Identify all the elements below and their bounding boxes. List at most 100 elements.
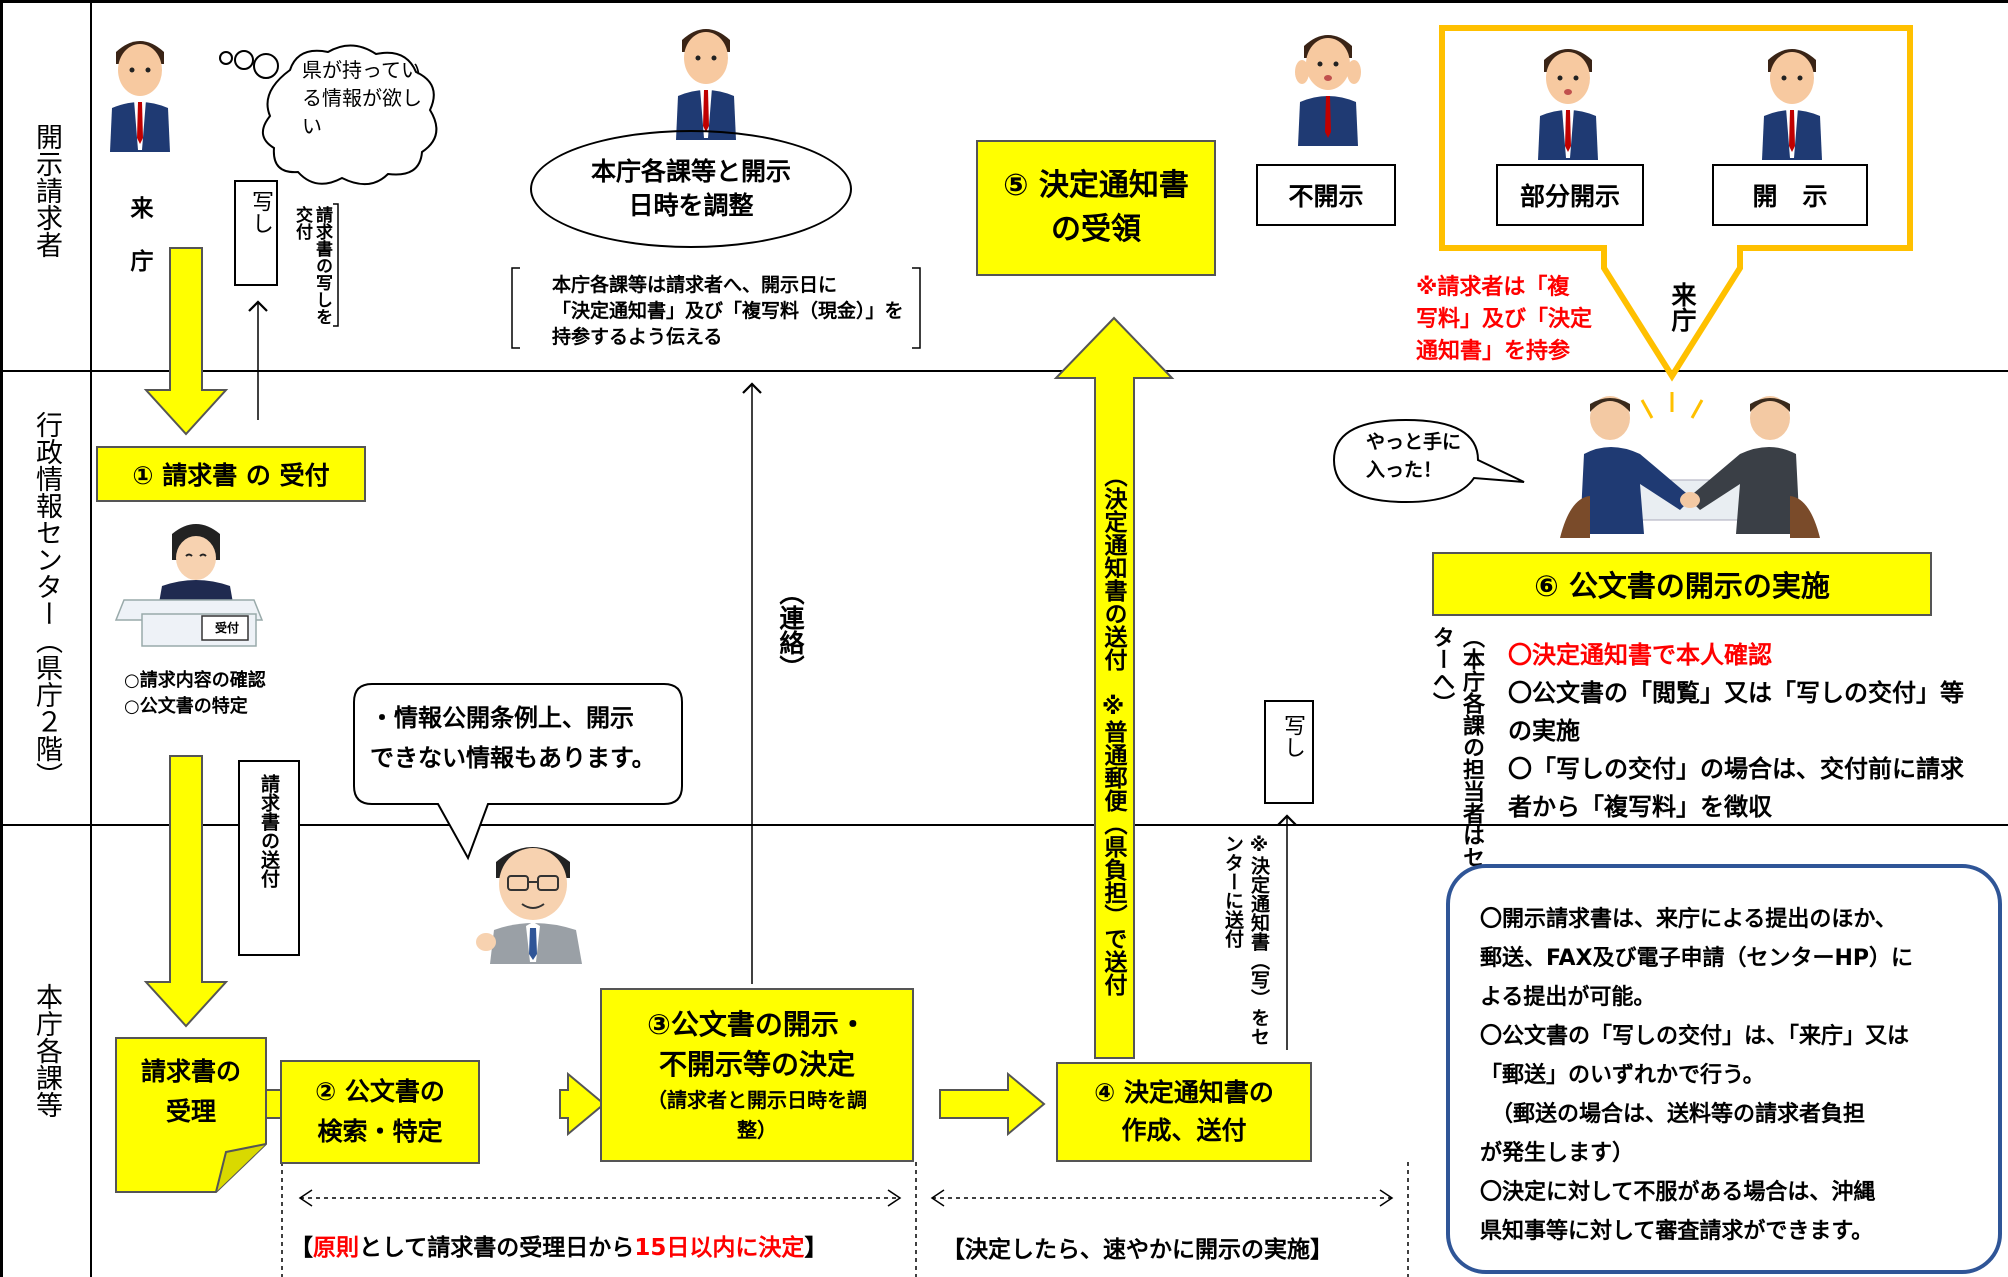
visit2-label: 来庁	[1668, 282, 1697, 332]
step3-line1: ③公文書の開示・	[647, 1008, 867, 1041]
adjust-ellipse: 本庁各課等と開示日時を調整	[530, 130, 852, 248]
info-line-6: （郵送の場合は、送料等の請求者負担	[1480, 1102, 1866, 1127]
finally-line1: やっと手に	[1366, 431, 1462, 453]
step6-item-3: の実施	[1508, 717, 1580, 745]
lane-label-center: 行政情報センター（県庁２階）	[31, 411, 62, 789]
step4-box: ④ 決定通知書の 作成、送付	[1056, 1062, 1312, 1162]
center-task-1: ○請求内容の確認	[124, 670, 266, 691]
timeline-left-red1: 原則	[313, 1235, 359, 1261]
copy-paper-2: 写し	[1264, 700, 1314, 804]
copy-note-2: ※決定通知書（写）をセンターに送付	[1222, 834, 1270, 1046]
info-line-7: が発生します）	[1480, 1141, 1635, 1166]
arrow-right-3	[939, 1071, 1046, 1137]
note-bracket-right	[912, 267, 921, 349]
thought-bubble-shape	[219, 44, 438, 185]
dept-to-center-label: （本庁各課の担当者はセンターへ）	[1429, 626, 1484, 890]
bring-line3: 通知書」を持参	[1416, 339, 1571, 364]
center-tasks: ○請求内容の確認 ○公文書の特定	[124, 668, 266, 720]
finally-text: やっと手に 入った！	[1366, 428, 1476, 484]
info-line-2: 郵送、FAX及び電子申請（センターHP）に	[1480, 946, 1914, 971]
frame-top	[0, 0, 2008, 3]
info-line-1: 〇開示請求書は、来庁による提出のほか、	[1480, 907, 1897, 932]
bring-line2: 写料」及び「決定	[1416, 307, 1593, 332]
step6-item-4: 〇「写しの交付」の場合は、交付前に請求	[1508, 755, 1964, 783]
arrow-right-2	[559, 1071, 606, 1137]
step5-line1: ⑤ 決定通知書	[1003, 168, 1189, 203]
timeline-dashes	[281, 1162, 1409, 1277]
arrow-up-big	[1053, 316, 1175, 1059]
timeline-left-mid: として請求書の受理日から	[359, 1235, 635, 1261]
info-line-5: 「郵送」のいずれかで行う。	[1480, 1063, 1765, 1088]
copy-note-bracket	[333, 203, 339, 327]
info-line-8: 〇決定に対して不服がある場合は、沖縄	[1480, 1180, 1876, 1205]
step6-item-2: 〇公文書の「閲覧」又は「写しの交付」等	[1508, 679, 1964, 707]
thought-text: 県が持っている情報が欲しい	[302, 58, 422, 138]
step6-items: 〇決定通知書で本人確認 〇公文書の「閲覧」又は「写しの交付」等 の実施 〇「写し…	[1508, 636, 2008, 826]
lane-label-dept: 本庁各課等	[31, 982, 62, 1118]
accept-text: 請求書の 受理	[118, 1052, 264, 1132]
staff-speech-line1: ・情報公開条例上、開示	[370, 704, 634, 732]
staff-speech-line2: できない情報もあります。	[370, 744, 656, 772]
lane-line-1	[0, 370, 2008, 372]
visit-label: 来庁	[126, 196, 152, 302]
contact-label: （連絡）	[776, 580, 805, 680]
copy-note: 請求書の写しを交付	[292, 206, 332, 325]
handshake-illustration	[1560, 396, 1820, 538]
arrow-down-2	[143, 755, 229, 1028]
step1-box: ① 請求書 の 受付	[96, 446, 366, 502]
notice-sent-label: （決定通知書の送付 ※普通郵便（県負担）で送付	[1100, 464, 1126, 996]
step6-item-5: 者から「複写料」を徴収	[1508, 793, 1772, 821]
requester-person-icon	[110, 41, 170, 152]
timeline-left-post: 】	[804, 1235, 828, 1261]
info-line-9: 県知事等に対して審査請求ができます。	[1480, 1219, 1874, 1244]
copy-paper-2-text: 写し	[1280, 714, 1305, 758]
adjust-note-line1: 本庁各課等は請求者へ、開示日に	[552, 274, 838, 296]
partial-box: 部分開示	[1496, 164, 1644, 226]
adjust-ellipse-text: 本庁各課等と開示日時を調整	[590, 157, 791, 220]
accept-line2: 受理	[165, 1097, 216, 1126]
timeline-right-label: 【決定したら、速やかに開示の実施】	[942, 1237, 1333, 1263]
timeline-left-pre: 【	[290, 1235, 313, 1261]
staff-person-icon	[476, 847, 582, 964]
timeline-left-label: 【原則として請求書の受理日から15日以内に決定】	[290, 1228, 930, 1262]
finally-line2: 入った！	[1366, 459, 1443, 481]
reception-sign: 受付	[214, 621, 239, 635]
timeline-left-red2: 15日以内に決定	[634, 1235, 805, 1261]
worried-person-icon	[1295, 35, 1361, 146]
reception-illustration	[114, 524, 264, 647]
step6-item-red: 〇決定通知書で本人確認	[1508, 641, 1772, 669]
adjust-note: 本庁各課等は請求者へ、開示日に 「決定通知書」及び「複写料（現金）」を 持参する…	[552, 272, 912, 350]
center-task-2: ○公文書の特定	[124, 696, 248, 717]
copy-paper: 写し	[234, 180, 278, 286]
nondisclose-box: 不開示	[1256, 164, 1396, 226]
lane-label-requester: 開示請求者	[31, 122, 62, 258]
step4-line2: 作成、送付	[1121, 1116, 1247, 1145]
staff-speech-shape	[353, 683, 683, 861]
lane-divider	[90, 0, 92, 1277]
disclose-person-icon	[1762, 49, 1822, 160]
sparkle-lines	[1640, 392, 1704, 419]
info-line-4: 〇公文書の「写しの交付」は、「来庁」又は	[1480, 1024, 1910, 1049]
step2-box: ② 公文書の 検索・特定	[280, 1060, 480, 1164]
arrow-down-1	[143, 247, 229, 436]
adjust-note-line3: 持参するよう伝える	[552, 326, 723, 348]
step5-line2: の受領	[1051, 212, 1141, 247]
gold-callout	[1439, 25, 1913, 382]
info-line-3: よる提出が可能。	[1480, 985, 1656, 1010]
step6-box: ⑥ 公文書の開示の実施	[1432, 552, 1932, 616]
staff-speech-text: ・情報公開条例上、開示 できない情報もあります。	[370, 698, 670, 778]
bring-note: ※請求者は「複 写料」及び「決定 通知書」を持参	[1416, 272, 1616, 368]
step3-line3: （請求者と開示日時を調	[647, 1088, 867, 1112]
copy-paper-text: 写し	[248, 190, 273, 234]
step4-line1: ④ 決定通知書の	[1094, 1078, 1274, 1107]
lane-line-2	[0, 824, 2008, 826]
step5-box: ⑤ 決定通知書 の受領	[976, 140, 1216, 276]
step3-box: ③公文書の開示・ 不開示等の決定 （請求者と開示日時を調 整）	[600, 988, 914, 1162]
accept-line1: 請求書の	[140, 1057, 241, 1086]
info-box: 〇開示請求書は、来庁による提出のほか、 郵送、FAX及び電子申請（センターHP）…	[1446, 864, 2002, 1274]
step3-line2: 不開示等の決定	[658, 1048, 855, 1081]
adjust-note-line2: 「決定通知書」及び「複写料（現金）」を	[552, 300, 904, 322]
step3-line4: 整）	[737, 1118, 777, 1142]
